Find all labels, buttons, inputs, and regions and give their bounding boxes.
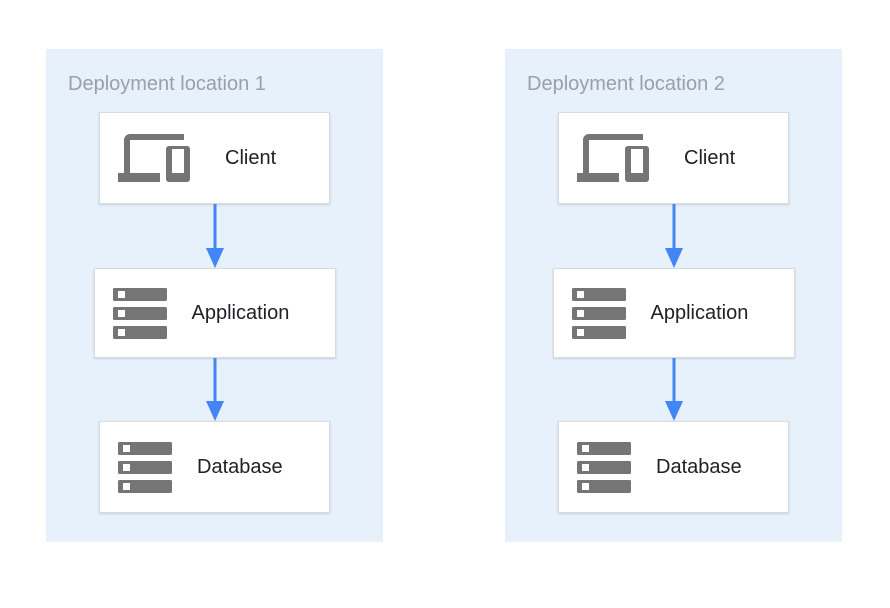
zone-title: Deployment location 1 xyxy=(68,73,266,95)
node-label: Application xyxy=(191,301,290,324)
node-label: Application xyxy=(650,301,749,324)
devices-icon xyxy=(577,122,649,194)
arrow-down-icon xyxy=(664,204,683,268)
server-icon xyxy=(577,441,631,493)
arrow-down-icon xyxy=(205,204,224,268)
node-database: Database xyxy=(99,421,330,513)
node-label: Database xyxy=(656,455,742,478)
node-label: Client xyxy=(684,146,736,169)
node-database: Database xyxy=(558,421,789,513)
arrow-down-icon xyxy=(205,358,224,421)
server-icon xyxy=(112,287,167,339)
deployment-zone-1: Deployment location 1 Client Application xyxy=(46,49,383,542)
deployment-zone-2: Deployment location 2 Client Application xyxy=(505,49,842,542)
node-application: Application xyxy=(93,268,336,358)
devices-icon xyxy=(118,122,190,194)
node-client: Client xyxy=(99,112,330,204)
server-icon xyxy=(571,287,626,339)
node-client: Client xyxy=(558,112,789,204)
node-label: Database xyxy=(197,455,283,478)
zone-title: Deployment location 2 xyxy=(527,73,725,95)
node-application: Application xyxy=(552,268,795,358)
server-icon xyxy=(118,441,172,493)
arrow-down-icon xyxy=(664,358,683,421)
node-label: Client xyxy=(225,146,277,169)
